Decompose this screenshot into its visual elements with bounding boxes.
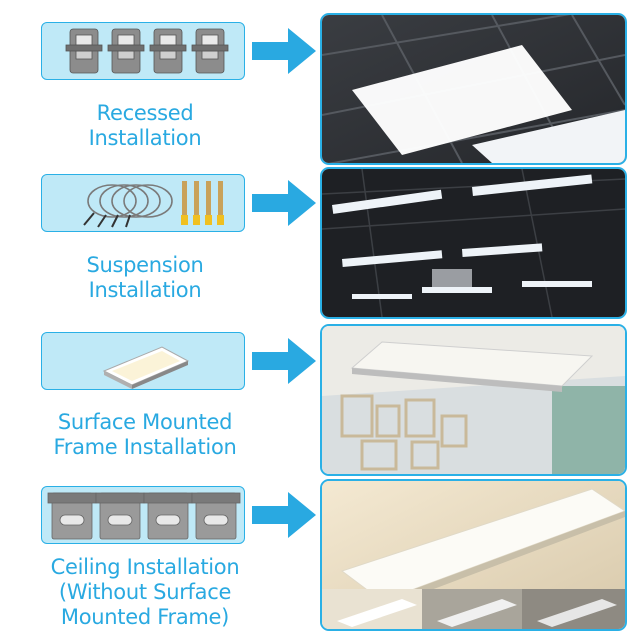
label-line: Installation: [88, 278, 202, 302]
row-surface-mounted: Surface Mounted Frame Installation: [0, 320, 640, 480]
row-recessed: Recessed Installation: [0, 0, 640, 165]
spring-clip-icon: [65, 28, 229, 74]
surface-mounted-panel-photo: [320, 324, 627, 476]
installation-label: Suspension Installation: [20, 253, 270, 303]
label-line: Mounted Frame): [60, 605, 230, 629]
label-line: Ceiling Installation: [50, 555, 240, 579]
label-line: Installation: [88, 126, 202, 150]
installation-label: Surface Mounted Frame Installation: [20, 410, 270, 460]
label-line: Frame Installation: [53, 435, 237, 459]
suspended-panels-photo: [320, 167, 627, 319]
label-line: Recessed: [96, 101, 194, 125]
mounting-bracket-icon: [47, 492, 241, 540]
label-line: Surface Mounted: [57, 410, 233, 434]
surface-frame-icon: [102, 346, 190, 389]
suspension-wire-kit-icon: [83, 181, 224, 228]
ceiling-panel-photo: [320, 479, 627, 631]
recessed-panel-photo: [320, 13, 627, 165]
arrow-right-icon: [252, 28, 316, 74]
accessory-box-recessed: [41, 22, 245, 80]
installation-label: Ceiling Installation (Without Surface Mo…: [20, 555, 270, 630]
row-ceiling: Ceiling Installation (Without Surface Mo…: [0, 479, 640, 640]
arrow-right-icon: [252, 338, 316, 384]
arrow-right-icon: [252, 180, 316, 226]
accessory-box-ceiling: [41, 486, 245, 544]
label-line: (Without Surface: [58, 580, 232, 604]
accessory-box-suspension: [41, 174, 245, 232]
label-line: Suspension: [86, 253, 204, 277]
installation-label: Recessed Installation: [20, 101, 270, 151]
accessory-box-surface: [41, 332, 245, 390]
arrow-right-icon: [252, 492, 316, 538]
row-suspension: Suspension Installation: [0, 160, 640, 320]
